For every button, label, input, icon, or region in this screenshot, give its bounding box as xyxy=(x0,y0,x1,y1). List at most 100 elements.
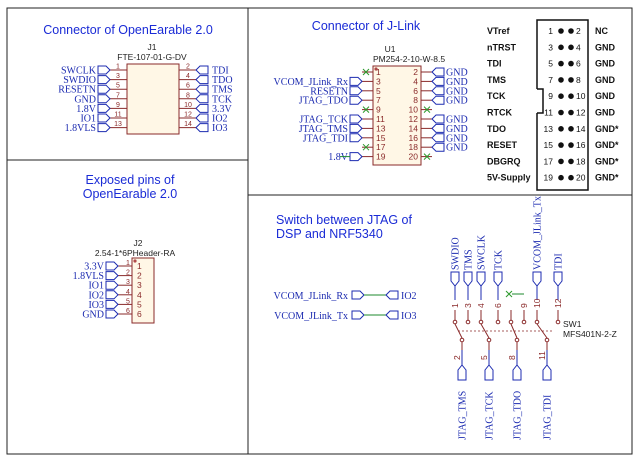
pinout-even-dot xyxy=(568,60,574,67)
pinout-odd-dot xyxy=(558,126,564,132)
j1-left-net-label: 1.8V xyxy=(76,104,97,115)
u1-left-pin-number: 5 xyxy=(376,86,381,96)
sw1-top-net-label: VCOM_JLink_Tx xyxy=(533,196,544,270)
j1-right-net-flag xyxy=(195,65,209,75)
sw1-bottom-net-flag xyxy=(542,364,552,381)
j2-pin-index: 1 xyxy=(126,260,130,267)
u1-no-connect-mark xyxy=(362,106,370,113)
j1-left-pin-number: 13 xyxy=(114,121,122,128)
pinout-odd-dot xyxy=(558,158,564,165)
sw1-bottom-net-flag xyxy=(457,364,467,381)
pinout-even-pin: 12 xyxy=(576,108,586,118)
sw1-contact-dot xyxy=(478,319,484,325)
j2-body xyxy=(131,257,155,324)
u1-left-net-flag xyxy=(349,123,363,133)
switch-section: Switch between JTAG of DSP and NRF5340 V… xyxy=(274,196,617,440)
pinout-even-pin: 4 xyxy=(576,42,581,52)
j2-pin-number: 4 xyxy=(137,290,142,300)
j2-pin-number: 2 xyxy=(137,271,142,281)
sw1-lever xyxy=(480,323,490,339)
sw1-contact-dot xyxy=(452,319,458,325)
sw1-bottom-pin-number: 11 xyxy=(537,351,547,360)
pinout-left-signal: nTRST xyxy=(487,42,516,52)
sw1-top-net-label: TCK xyxy=(494,249,505,270)
j2-net-flag xyxy=(105,280,119,290)
j1-part: FTE-107-01-G-DV xyxy=(117,52,187,62)
j2-net-flag xyxy=(105,271,119,281)
pinout-odd-dot xyxy=(558,109,564,116)
vcom-tx-left-flag xyxy=(351,310,365,320)
j2-pin-index: 5 xyxy=(126,298,130,305)
j2-net-label: 3.3V xyxy=(84,262,105,273)
pinout-right-signal: GND* xyxy=(595,124,619,134)
j2-net-label: 1.8VLS xyxy=(73,271,104,282)
pinout-right-signal: GND xyxy=(595,59,616,69)
pinout-left-signal: DBGRQ xyxy=(487,156,521,166)
sw1-common-dot xyxy=(486,337,492,343)
j1-left-net-label: GND xyxy=(74,94,96,105)
sw1-top-net-flag xyxy=(532,271,542,287)
u1-left-net-flag xyxy=(349,95,363,105)
u1-part: PM254-2-10-W-8.5 xyxy=(373,54,445,64)
u1-left-net-flag xyxy=(349,133,363,143)
j2-net-label: IO3 xyxy=(88,300,104,311)
pinout-even-pin: 14 xyxy=(576,124,586,134)
u1-left-pin-number: 7 xyxy=(376,95,381,105)
j1-right-net-label: IO3 xyxy=(212,123,228,134)
pinout-odd-dot xyxy=(558,28,564,34)
j1-left-net-flag xyxy=(97,113,111,123)
sw1-bottom-net-flag xyxy=(512,364,522,381)
j1-left-net-label: 1.8VLS xyxy=(65,123,96,134)
pinout-right-signal: GND* xyxy=(595,140,619,150)
pinout-right-signal: NC xyxy=(595,26,608,36)
sw1-contact-dot xyxy=(555,319,561,325)
sw1-top-pin-number: 10 xyxy=(532,298,542,308)
pinout-odd-pin: 5 xyxy=(548,59,553,69)
j2-net-flag xyxy=(105,309,119,319)
pinout-even-pin: 10 xyxy=(576,91,586,101)
sw1-top-pin-number: 9 xyxy=(519,303,529,308)
exposed-pins-title-line1: Exposed pins of xyxy=(86,173,175,187)
pinout-even-dot xyxy=(568,174,574,181)
u1-left-net-label: JTAG_TDO xyxy=(299,96,348,107)
u1-right-net-flag xyxy=(431,95,445,105)
u1-right-net-label: GND xyxy=(446,86,468,97)
sw1-common-dot xyxy=(459,337,465,343)
pinout-even-pin: 20 xyxy=(576,173,586,183)
j2-net-flag xyxy=(105,290,119,300)
pinout-left-signal: RTCK xyxy=(487,108,512,118)
u1-left-pin-number: 3 xyxy=(376,76,381,86)
u1-left-pin-number: 1 xyxy=(376,67,381,77)
pinout-odd-dot xyxy=(558,142,564,148)
j2-ref: J2 xyxy=(134,238,143,248)
u1-right-pin-number: 14 xyxy=(409,123,419,133)
u1-body xyxy=(372,65,422,166)
u1-no-connect-mark xyxy=(362,68,370,76)
sw1-ref: SW1 xyxy=(563,319,582,329)
sw1-contact-dot xyxy=(521,319,527,325)
j1-right-pin-number: 12 xyxy=(184,112,192,119)
u1-right-pin-number: 4 xyxy=(413,76,418,86)
vcom-tx-right-label: IO3 xyxy=(401,311,417,322)
u1-left-pin-number: 19 xyxy=(376,152,386,162)
pinout-left-signal: VTref xyxy=(487,26,511,36)
j2-net-label: IO1 xyxy=(88,281,104,292)
u1-right-net-flag xyxy=(431,114,445,124)
sw1-common-dot xyxy=(544,337,550,343)
sw1-bottom-pin-number: 2 xyxy=(452,355,462,360)
pinout-right-signal: GND* xyxy=(595,156,619,166)
pinout-right-signal: GND xyxy=(595,42,616,52)
j1-left-pin-number: 3 xyxy=(116,73,120,80)
pinout-right-signal: GND xyxy=(595,75,616,85)
jlink-connector-section: Connector of J-Link U1 PM254-2-10-W-8.5 … xyxy=(274,19,468,166)
pinout-odd-dot xyxy=(558,93,564,99)
j2-pin-number: 6 xyxy=(137,309,142,319)
sw1-top-net-label: SWCLK xyxy=(477,234,488,270)
u1-no-connect-mark xyxy=(423,153,431,160)
vcom-rx-right-label: IO2 xyxy=(401,291,417,302)
j1-right-net-flag xyxy=(195,94,209,104)
vcom-rx-left-label: VCOM_JLink_Rx xyxy=(274,291,348,302)
u1-left-net-label: JTAG_TDI xyxy=(303,133,348,144)
j1-right-net-flag xyxy=(195,123,209,133)
